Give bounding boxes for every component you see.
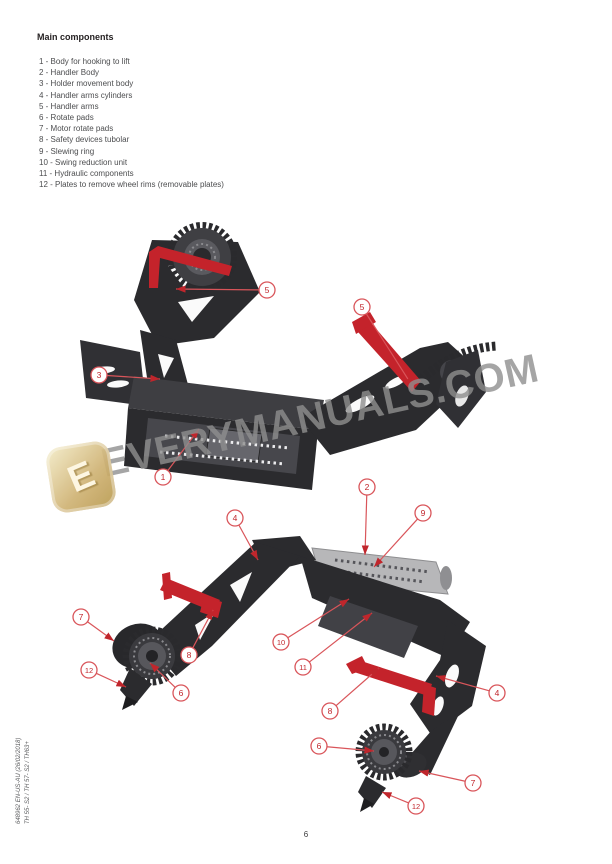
gear-icon bbox=[355, 723, 413, 781]
document-code-line2: TH 55- S2 / TH 57- S2 / TH63+ bbox=[25, 741, 31, 824]
handler-frame-lower-diagram: 2 9 4 7 12 8 6 10 11 8 4 6 7 12 bbox=[72, 478, 506, 815]
everymanuals-logo-icon: E bbox=[44, 439, 118, 515]
callout-5: 5 bbox=[353, 298, 414, 388]
component-list-item: 8 - Safety devices tubolar bbox=[39, 135, 130, 145]
callout-5: 5 bbox=[175, 281, 276, 299]
svg-text:12: 12 bbox=[85, 666, 93, 675]
machine-art-upper bbox=[80, 222, 499, 490]
svg-text:1: 1 bbox=[161, 472, 166, 482]
svg-text:8: 8 bbox=[328, 706, 333, 716]
component-list-item: 2 - Handler Body bbox=[39, 68, 100, 78]
callout-4: 4 bbox=[435, 675, 506, 702]
logo-letter: E bbox=[61, 452, 101, 501]
svg-text:3: 3 bbox=[97, 370, 102, 380]
svg-text:6: 6 bbox=[317, 741, 322, 751]
svg-text:9: 9 bbox=[421, 508, 426, 518]
gear-icon bbox=[167, 222, 237, 292]
slewing-ring-plate bbox=[311, 547, 449, 595]
callout-1: 1 bbox=[154, 428, 200, 486]
callout-6: 6 bbox=[310, 737, 375, 755]
handler-frame-upper-diagram: 5 5 3 1 bbox=[80, 222, 499, 490]
svg-text:5: 5 bbox=[360, 302, 365, 312]
svg-text:7: 7 bbox=[471, 778, 476, 788]
gear-icon bbox=[122, 626, 182, 686]
callout-4: 4 bbox=[226, 509, 259, 561]
svg-text:12: 12 bbox=[412, 802, 420, 811]
callout-8: 8 bbox=[321, 667, 380, 720]
document-code-line1: 648962 EN-US-AU (26/02/2018) bbox=[16, 737, 22, 824]
callout-3: 3 bbox=[90, 366, 161, 384]
component-list-item: 11 - Hydraulic components bbox=[39, 169, 134, 179]
callout-10: 10 bbox=[272, 598, 350, 651]
svg-text:10: 10 bbox=[277, 638, 285, 647]
page-title: Main components bbox=[37, 32, 114, 42]
callout-9: 9 bbox=[373, 504, 432, 568]
component-list: 1 - Body for hooking to lift 2 - Handler … bbox=[39, 56, 224, 190]
watermark-text: EVERYMANUALS.COM bbox=[97, 345, 543, 486]
svg-text:7: 7 bbox=[79, 612, 84, 622]
svg-text:8: 8 bbox=[187, 650, 192, 660]
component-list-item: 9 - Slewing ring bbox=[39, 146, 95, 156]
svg-text:11: 11 bbox=[299, 663, 307, 672]
component-list-item: 6 - Rotate pads bbox=[39, 113, 94, 123]
component-list-item: 4 - Handler arms cylinders bbox=[39, 90, 133, 100]
svg-text:5: 5 bbox=[265, 285, 270, 295]
component-list-item: 7 - Motor rotate pads bbox=[39, 124, 114, 134]
component-list-item: 12 - Plates to remove wheel rims (remova… bbox=[39, 180, 224, 190]
component-list-item: 3 - Holder movement body bbox=[39, 79, 134, 89]
component-list-item: 10 - Swing reduction unit bbox=[39, 157, 128, 167]
component-list-item: 1 - Body for hooking to lift bbox=[39, 57, 130, 66]
component-list-item: 5 - Handler arms bbox=[39, 101, 99, 111]
page-number: 6 bbox=[303, 830, 309, 839]
callout-7: 7 bbox=[72, 608, 115, 642]
svg-text:6: 6 bbox=[179, 688, 184, 698]
callout-8: 8 bbox=[180, 609, 214, 664]
svg-text:4: 4 bbox=[495, 688, 500, 698]
svg-text:4: 4 bbox=[233, 513, 238, 523]
callout-12: 12 bbox=[80, 661, 127, 688]
machine-art-lower bbox=[112, 536, 486, 812]
callout-12: 12 bbox=[381, 791, 425, 815]
document-code-vertical: 648962 EN-US-AU (26/02/2018) TH 55- S2 /… bbox=[15, 738, 33, 824]
svg-text:2: 2 bbox=[365, 482, 370, 492]
callout-7: 7 bbox=[418, 769, 482, 792]
callout-11: 11 bbox=[294, 612, 373, 676]
callout-6: 6 bbox=[149, 662, 190, 702]
callout-2: 2 bbox=[358, 478, 376, 556]
